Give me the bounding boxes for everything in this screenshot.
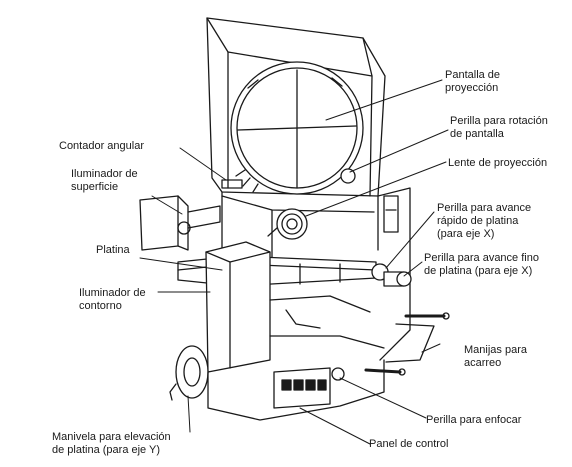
- angle-counter-window: [221, 179, 243, 189]
- y-crank-handwheel: [169, 345, 209, 401]
- control-panel: [273, 367, 331, 409]
- label-stage: Platina: [96, 244, 130, 256]
- label-screen-rotation-knob: Perilla para rotación de pantalla: [450, 115, 548, 140]
- label-focus-knob: Perilla para enfocar: [426, 414, 522, 426]
- projector-body: [221, 187, 411, 361]
- leader-lines: [139, 79, 449, 445]
- screen-rotation-knob: [340, 168, 356, 184]
- label-y-crank: Manivela para elevación de platina (para…: [52, 431, 171, 456]
- label-angle-counter: Contador angular: [59, 140, 145, 152]
- label-fine-x-knob: Perilla para avance fino de platina (par…: [424, 252, 539, 277]
- label-contour-illuminator: Iluminador de contorno: [79, 287, 146, 312]
- label-rapid-x-knob: Perilla para avance rápido de platina (p…: [437, 202, 532, 240]
- projection-screen: [230, 61, 364, 195]
- fine-x-knob: [383, 271, 412, 287]
- label-projection-lens: Lente de proyección: [448, 157, 548, 169]
- projection-lens: [267, 208, 308, 240]
- contour-illuminator: [205, 241, 271, 373]
- surface-illuminator: [139, 195, 221, 251]
- label-projection-screen: Pantalla de proyección: [445, 69, 501, 94]
- label-control-panel: Panel de control: [369, 438, 449, 450]
- label-carry-handles: Manijas para acarreo: [464, 344, 527, 369]
- carry-handles: [364, 312, 450, 376]
- label-surface-illuminator: Iluminador de superficie: [71, 168, 138, 193]
- base-housing: [207, 295, 385, 421]
- focus-knob: [331, 367, 345, 381]
